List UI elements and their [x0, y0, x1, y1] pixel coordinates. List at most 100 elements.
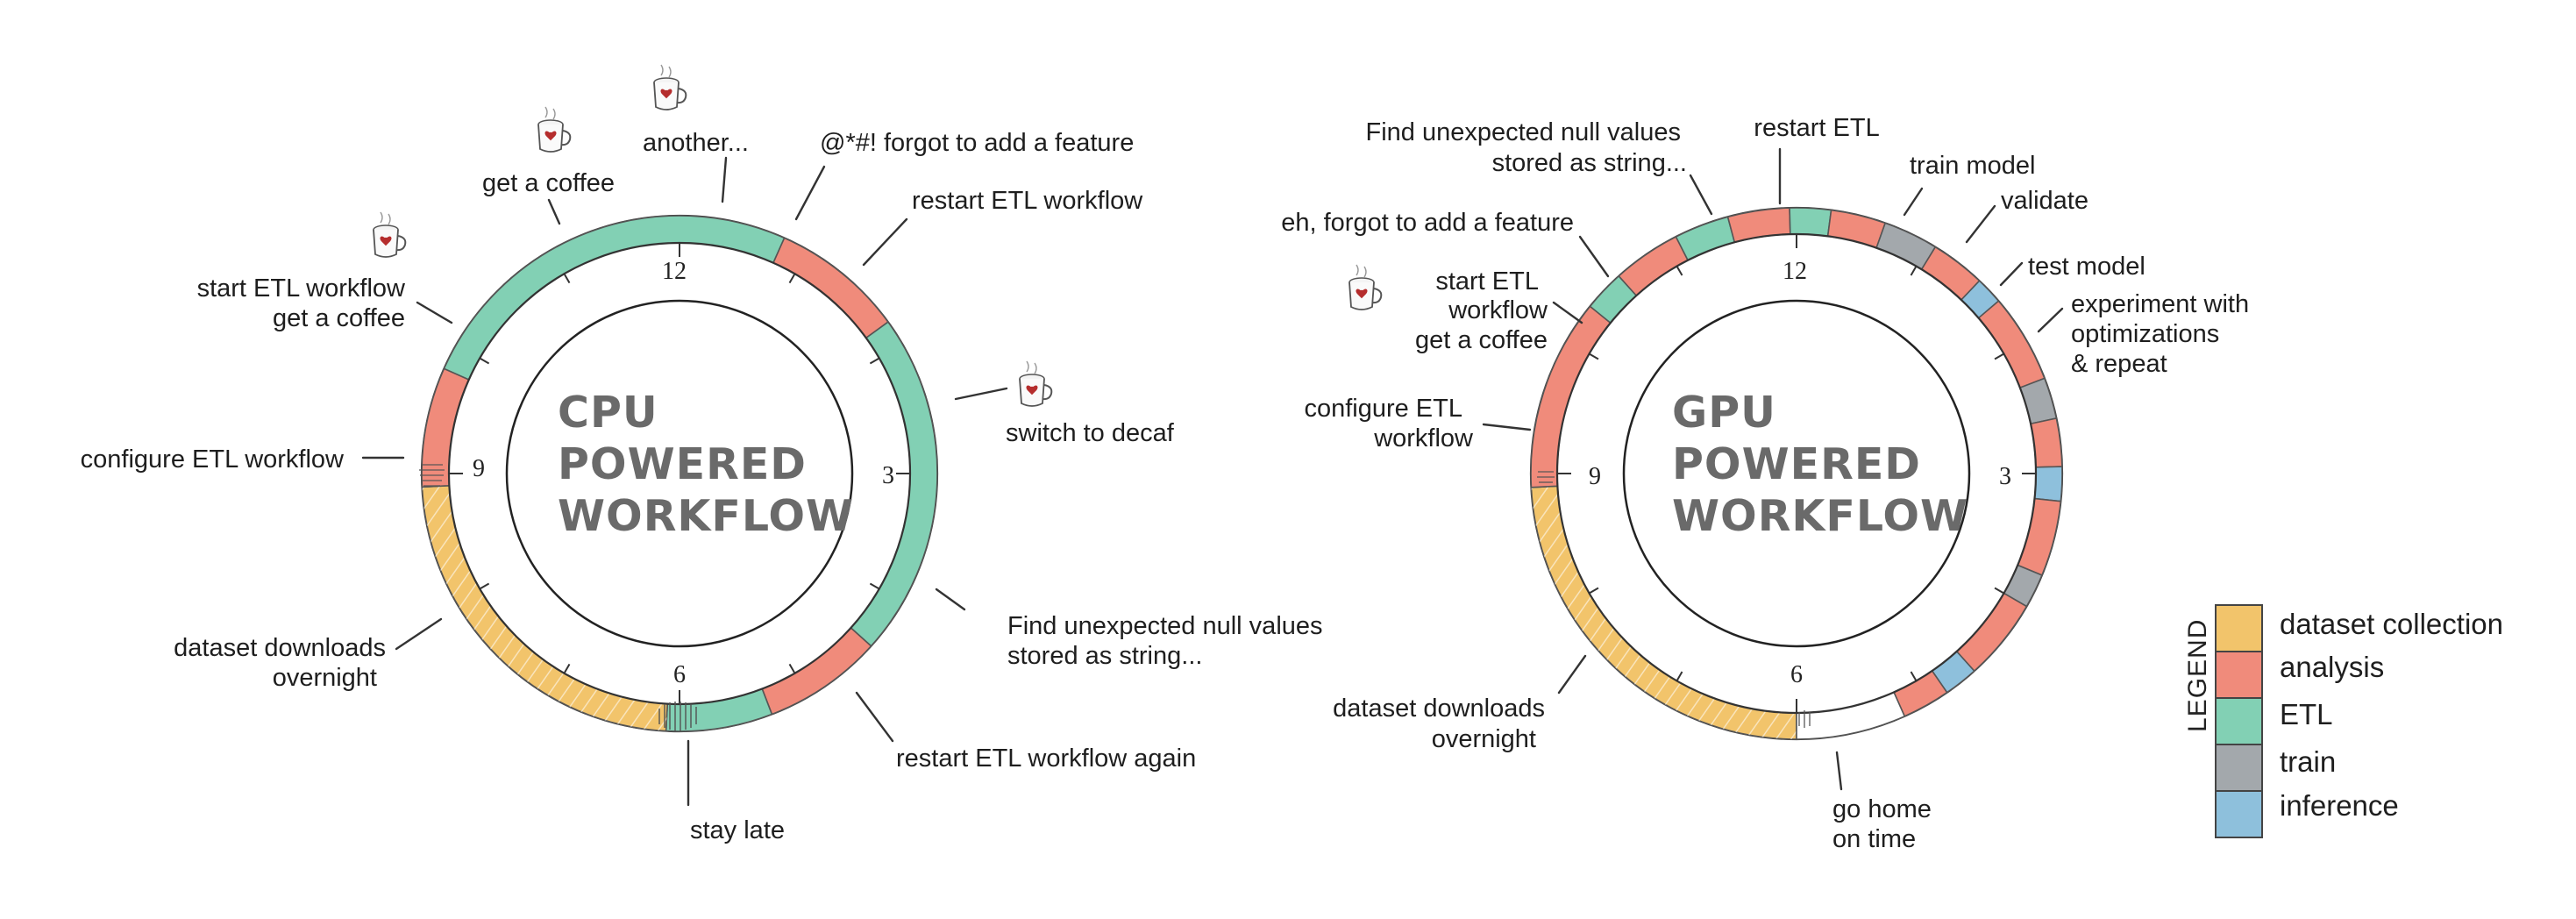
gpu-scribble-9 — [1537, 471, 1555, 483]
gpu-annotation-start-etl-line-2: workflow — [1448, 296, 1548, 324]
gpu-annotation-start-etl-line-3: get a coffee — [1415, 326, 1548, 354]
cpu-annotation-restart-etl: restart ETL workflow — [912, 187, 1143, 215]
gpu-segment-analysis — [2017, 497, 2062, 576]
cpu-segment-etl — [665, 687, 773, 732]
cpu-annotation-dataset-downloads-line-2: overnight — [273, 664, 377, 692]
legend-swatch-dataset-collection — [2215, 604, 2263, 652]
gpu-annotation-experiment-line-1: experiment with — [2071, 290, 2249, 318]
gpu-annotation-train-model: train model — [1910, 152, 2035, 180]
gpu-hour-12: 12 — [1783, 258, 1807, 285]
cpu-annotation-restart-etl-again: restart ETL workflow again — [896, 744, 1196, 773]
cpu-annotation-forgot-feature: @*#! forgot to add a feature — [820, 129, 1134, 157]
gpu-annotation-configure-etl-line-1: configure ETL — [1304, 395, 1462, 423]
legend-label-inference: inference — [2280, 789, 2399, 822]
gpu-tick — [1994, 353, 2005, 360]
cpu-tick — [788, 272, 796, 284]
cpu-tick — [478, 582, 490, 590]
gpu-tick — [1910, 671, 1918, 682]
gpu-hour-3: 3 — [1999, 463, 2011, 490]
cpu-tick — [563, 272, 571, 284]
legend-swatch-analysis — [2215, 651, 2263, 699]
cpu-annotation-start-etl-line-2: get a coffee — [273, 304, 405, 332]
cpu-scribble-9 — [419, 464, 445, 487]
coffee-mug-icon — [373, 211, 407, 258]
gpu-annotation-go-home-line-1: go home — [1832, 795, 1932, 823]
gpu-center-circle — [1622, 299, 1971, 648]
legend-swatch-train — [2215, 744, 2263, 792]
gpu-segment-analysis — [1955, 592, 2028, 673]
gpu-annotation-null-values-line-1: Find unexpected null values — [1365, 118, 1681, 146]
cpu-center-circle — [505, 299, 854, 648]
gpu-title-line-2: POWERED — [1672, 439, 1921, 489]
gpu-annotation-dataset-downloads-line-1: dataset downloads — [1333, 695, 1545, 723]
gpu-segment-empty — [1796, 691, 1906, 740]
cpu-annotation-start-etl-line-1: start ETL workflow — [197, 274, 406, 303]
gpu-tick — [1676, 265, 1683, 276]
gpu-annotation-dataset-downloads-line-2: overnight — [1432, 725, 1536, 753]
cpu-scribble-6 — [658, 702, 697, 731]
gpu-clock: 12 3 6 9 GPU POWERED WORKFLOW — [1529, 206, 2064, 741]
legend-swatches — [2215, 604, 2263, 838]
coffee-mug-icon — [653, 64, 687, 110]
gpu-segment-inference — [2033, 466, 2063, 502]
gpu-annotations: restart ETL Find unexpected null values … — [1281, 114, 2249, 853]
cpu-tick — [563, 663, 571, 675]
legend: LEGEND dataset collection analysis ETL t… — [2183, 604, 2503, 838]
gpu-segment-hatching — [1531, 486, 1797, 739]
cpu-tick — [788, 663, 796, 675]
cpu-annotation-stay-late: stay late — [690, 816, 785, 844]
cpu-tick — [478, 357, 490, 365]
cpu-annotation-null-values-line-1: Find unexpected null values — [1007, 612, 1323, 640]
gpu-annotation-go-home-line-2: on time — [1832, 825, 1916, 853]
coffee-mug-icon — [1348, 264, 1383, 310]
gpu-annotation-configure-etl-line-2: workflow — [1373, 424, 1474, 452]
gpu-tick — [1588, 587, 1599, 595]
gpu-segment-analysis — [1977, 300, 2046, 389]
cpu-hour-ticks — [448, 242, 911, 705]
cpu-hour-3: 3 — [882, 462, 894, 489]
coffee-mug-icon — [1019, 360, 1053, 407]
gpu-segment-etl — [1789, 207, 1832, 238]
cpu-segment-hatching — [422, 485, 668, 731]
gpu-tick — [1994, 587, 2005, 595]
legend-label-etl: ETL — [2280, 698, 2333, 730]
gpu-annotation-validate: validate — [2001, 187, 2089, 215]
cpu-clock: 12 3 6 9 CPU POWERED WORKFLOW — [419, 214, 939, 733]
gpu-annotation-eh-forgot-feature: eh, forgot to add a feature — [1281, 209, 1574, 237]
cpu-hour-9: 9 — [473, 455, 485, 482]
cpu-title-line-3: WORKFLOW — [558, 491, 854, 541]
cpu-tick — [869, 582, 881, 590]
cpu-segment-analysis — [421, 367, 470, 488]
gpu-annotation-experiment-line-2: optimizations — [2071, 320, 2219, 348]
gpu-annotation-null-values-line-2: stored as string... — [1492, 149, 1687, 177]
cpu-annotations: another... @*#! forgot to add a feature … — [81, 64, 1323, 844]
cpu-title-line-1: CPU — [558, 388, 658, 438]
legend-swatch-etl — [2215, 697, 2263, 745]
gpu-hour-6: 6 — [1790, 661, 1803, 688]
gpu-annotation-experiment-line-3: & repeat — [2071, 350, 2167, 378]
cpu-annotation-dataset-downloads-line-1: dataset downloads — [174, 634, 386, 662]
gpu-segment-etl — [1675, 216, 1736, 261]
gpu-annotation-restart-etl: restart ETL — [1754, 114, 1879, 142]
legend-swatch-inference — [2215, 790, 2263, 838]
cpu-segment-analysis — [761, 626, 872, 716]
cpu-title-line-2: POWERED — [558, 439, 807, 489]
gpu-hour-9: 9 — [1589, 463, 1601, 490]
cpu-annotation-switch-decaf: switch to decaf — [1006, 419, 1175, 447]
legend-label-train: train — [2280, 745, 2336, 778]
gpu-tick — [1588, 353, 1599, 360]
gpu-title-line-3: WORKFLOW — [1672, 491, 1968, 541]
gpu-tick — [1676, 671, 1683, 682]
cpu-hour-12: 12 — [662, 258, 687, 285]
gpu-annotation-start-etl-line-1: start ETL — [1435, 267, 1539, 296]
cpu-annotation-configure-etl: configure ETL workflow — [81, 445, 345, 474]
legend-label-analysis: analysis — [2280, 651, 2384, 683]
legend-title: LEGEND — [2183, 619, 2212, 732]
gpu-hour-ticks — [1556, 233, 2037, 714]
coffee-mug-icon — [537, 106, 572, 153]
gpu-annotation-test-model: test model — [2028, 253, 2145, 281]
cpu-tick — [869, 357, 881, 365]
gpu-tick — [1910, 265, 1918, 276]
cpu-annotation-null-values-line-2: stored as string... — [1007, 642, 1202, 670]
